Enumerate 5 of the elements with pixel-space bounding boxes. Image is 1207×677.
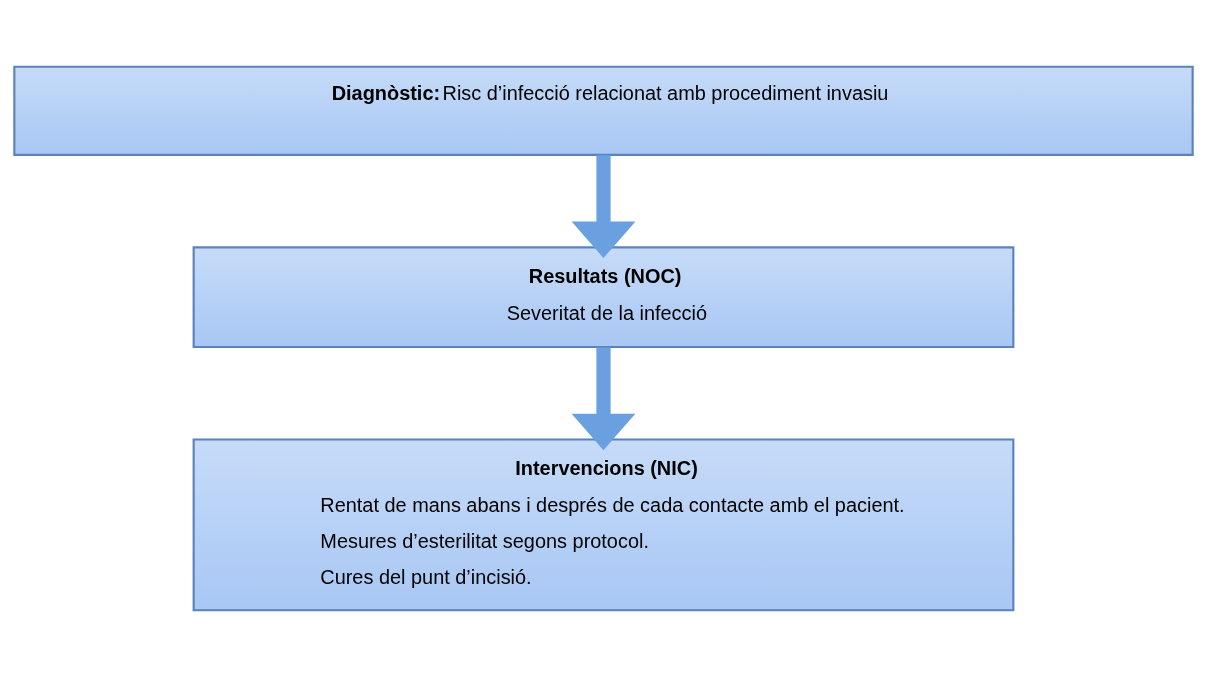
arrow: [571, 347, 636, 451]
node-box: Diagnòstic:Risc d’infecció relacionat amb procediment invasiu: [13, 65, 1194, 156]
arrow: [571, 155, 636, 258]
node-box: Resultats (NOC) Severitat de la infecció: [192, 246, 1015, 349]
node-box: Intervencions (NIC) Rentat de mans abans i després de cada contacte amb el pacient. Mesures d’esterilitat segons protocol. Cures del punt d’incisió.: [192, 438, 1015, 612]
